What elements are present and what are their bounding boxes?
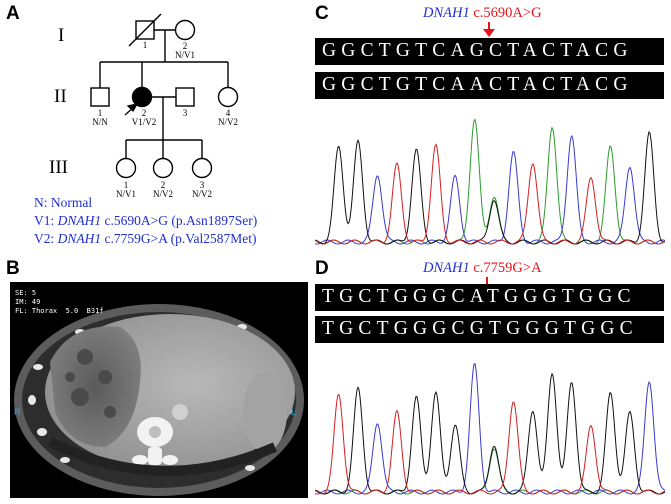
pedigree-label-i1-num: 1 [142, 40, 148, 50]
ct-left-marker: L [291, 407, 297, 417]
trace-c [315, 363, 665, 495]
ct-scan-image [10, 282, 308, 498]
legend-v2: V2: DNAH1 c.7759G>A (p.Val2587Met) [34, 231, 257, 246]
pedigree-label-iii2-geno: N/V2 [153, 189, 173, 199]
panel-c-mutation-arrow-icon [483, 22, 495, 37]
pedigree-female-ii4 [217, 86, 239, 108]
pedigree-label-ii1-geno: N/N [92, 117, 108, 127]
pedigree-label-i2-geno: N/V1 [175, 50, 195, 60]
legend-v1: V1: DNAH1 c.5690A>G (p.Asn1897Ser) [34, 213, 258, 228]
pedigree-male-ii1 [90, 87, 110, 107]
ct-right-marker: R [14, 407, 21, 417]
pedigree-label-i2-num: 2 [182, 41, 188, 51]
trace-a [315, 118, 665, 245]
pedigree-female-iii2 [152, 157, 174, 179]
pedigree-label-ii4-num: 4 [225, 108, 231, 118]
pedigree-label-ii2-geno: V1/V2 [131, 117, 157, 127]
pedigree-label-iii1-num: 1 [123, 180, 129, 190]
panel-d-patient-sequence: TGCTGGGCGTGGGTGGC [315, 316, 664, 343]
pedigree-label-ii2-num: 2 [141, 108, 147, 118]
trace-t [315, 393, 665, 495]
pedigree-female-i2 [174, 19, 196, 41]
ct-metadata-text: SE: 5 IM: 49 FL: Thorax 5.0 B31f [15, 289, 104, 315]
panel-d-chromatogram [315, 363, 665, 495]
pedigree-label-iii2-num: 2 [160, 180, 166, 190]
trace-g [315, 130, 665, 245]
generation-label-iii: III [49, 157, 68, 178]
deceased-slash [128, 13, 162, 47]
panel-label-a: A [6, 3, 20, 24]
panel-c-reference-sequence: GGCTGTCAGCTACTACG [315, 38, 664, 65]
pedigree-label-iii3-num: 3 [199, 180, 205, 190]
pedigree-chart [90, 13, 239, 179]
pedigree-label-ii1-num: 1 [97, 108, 103, 118]
panel-c-chromatogram [315, 118, 665, 245]
pedigree-proband-ii2 [131, 86, 153, 108]
generation-label-ii: II [54, 86, 67, 107]
trace-c [315, 134, 665, 245]
panel-label-d: D [315, 258, 329, 279]
pedigree-female-iii3 [191, 157, 213, 179]
panel-d-reference-sequence: TGCTGGGCATGGGTGGC [315, 284, 664, 311]
panel-c-mutation-title: DNAH1 c.5690A>G [423, 5, 542, 21]
generation-label-i: I [58, 25, 65, 46]
trace-a [315, 448, 665, 495]
legend-normal: N: Normal [34, 195, 93, 210]
panel-c-patient-sequence: GGCTGTCAACTACTACG [315, 72, 664, 99]
trace-g [315, 372, 665, 495]
pedigree-label-iii1-geno: N/V1 [116, 189, 136, 199]
pedigree-female-iii1 [115, 157, 137, 179]
pedigree-male-ii3 [175, 87, 195, 107]
panel-label-c: C [315, 3, 329, 24]
panel-d-mutation-title: DNAH1 c.7759G>A [423, 260, 542, 276]
panel-label-b: B [6, 258, 20, 279]
pedigree-label-iii3-geno: N/V2 [192, 189, 212, 199]
proband-arrow-icon [124, 103, 139, 116]
pedigree-label-ii3-num: 3 [182, 108, 188, 118]
trace-t [315, 143, 665, 245]
pedigree-label-ii4-geno: N/V2 [218, 117, 238, 127]
